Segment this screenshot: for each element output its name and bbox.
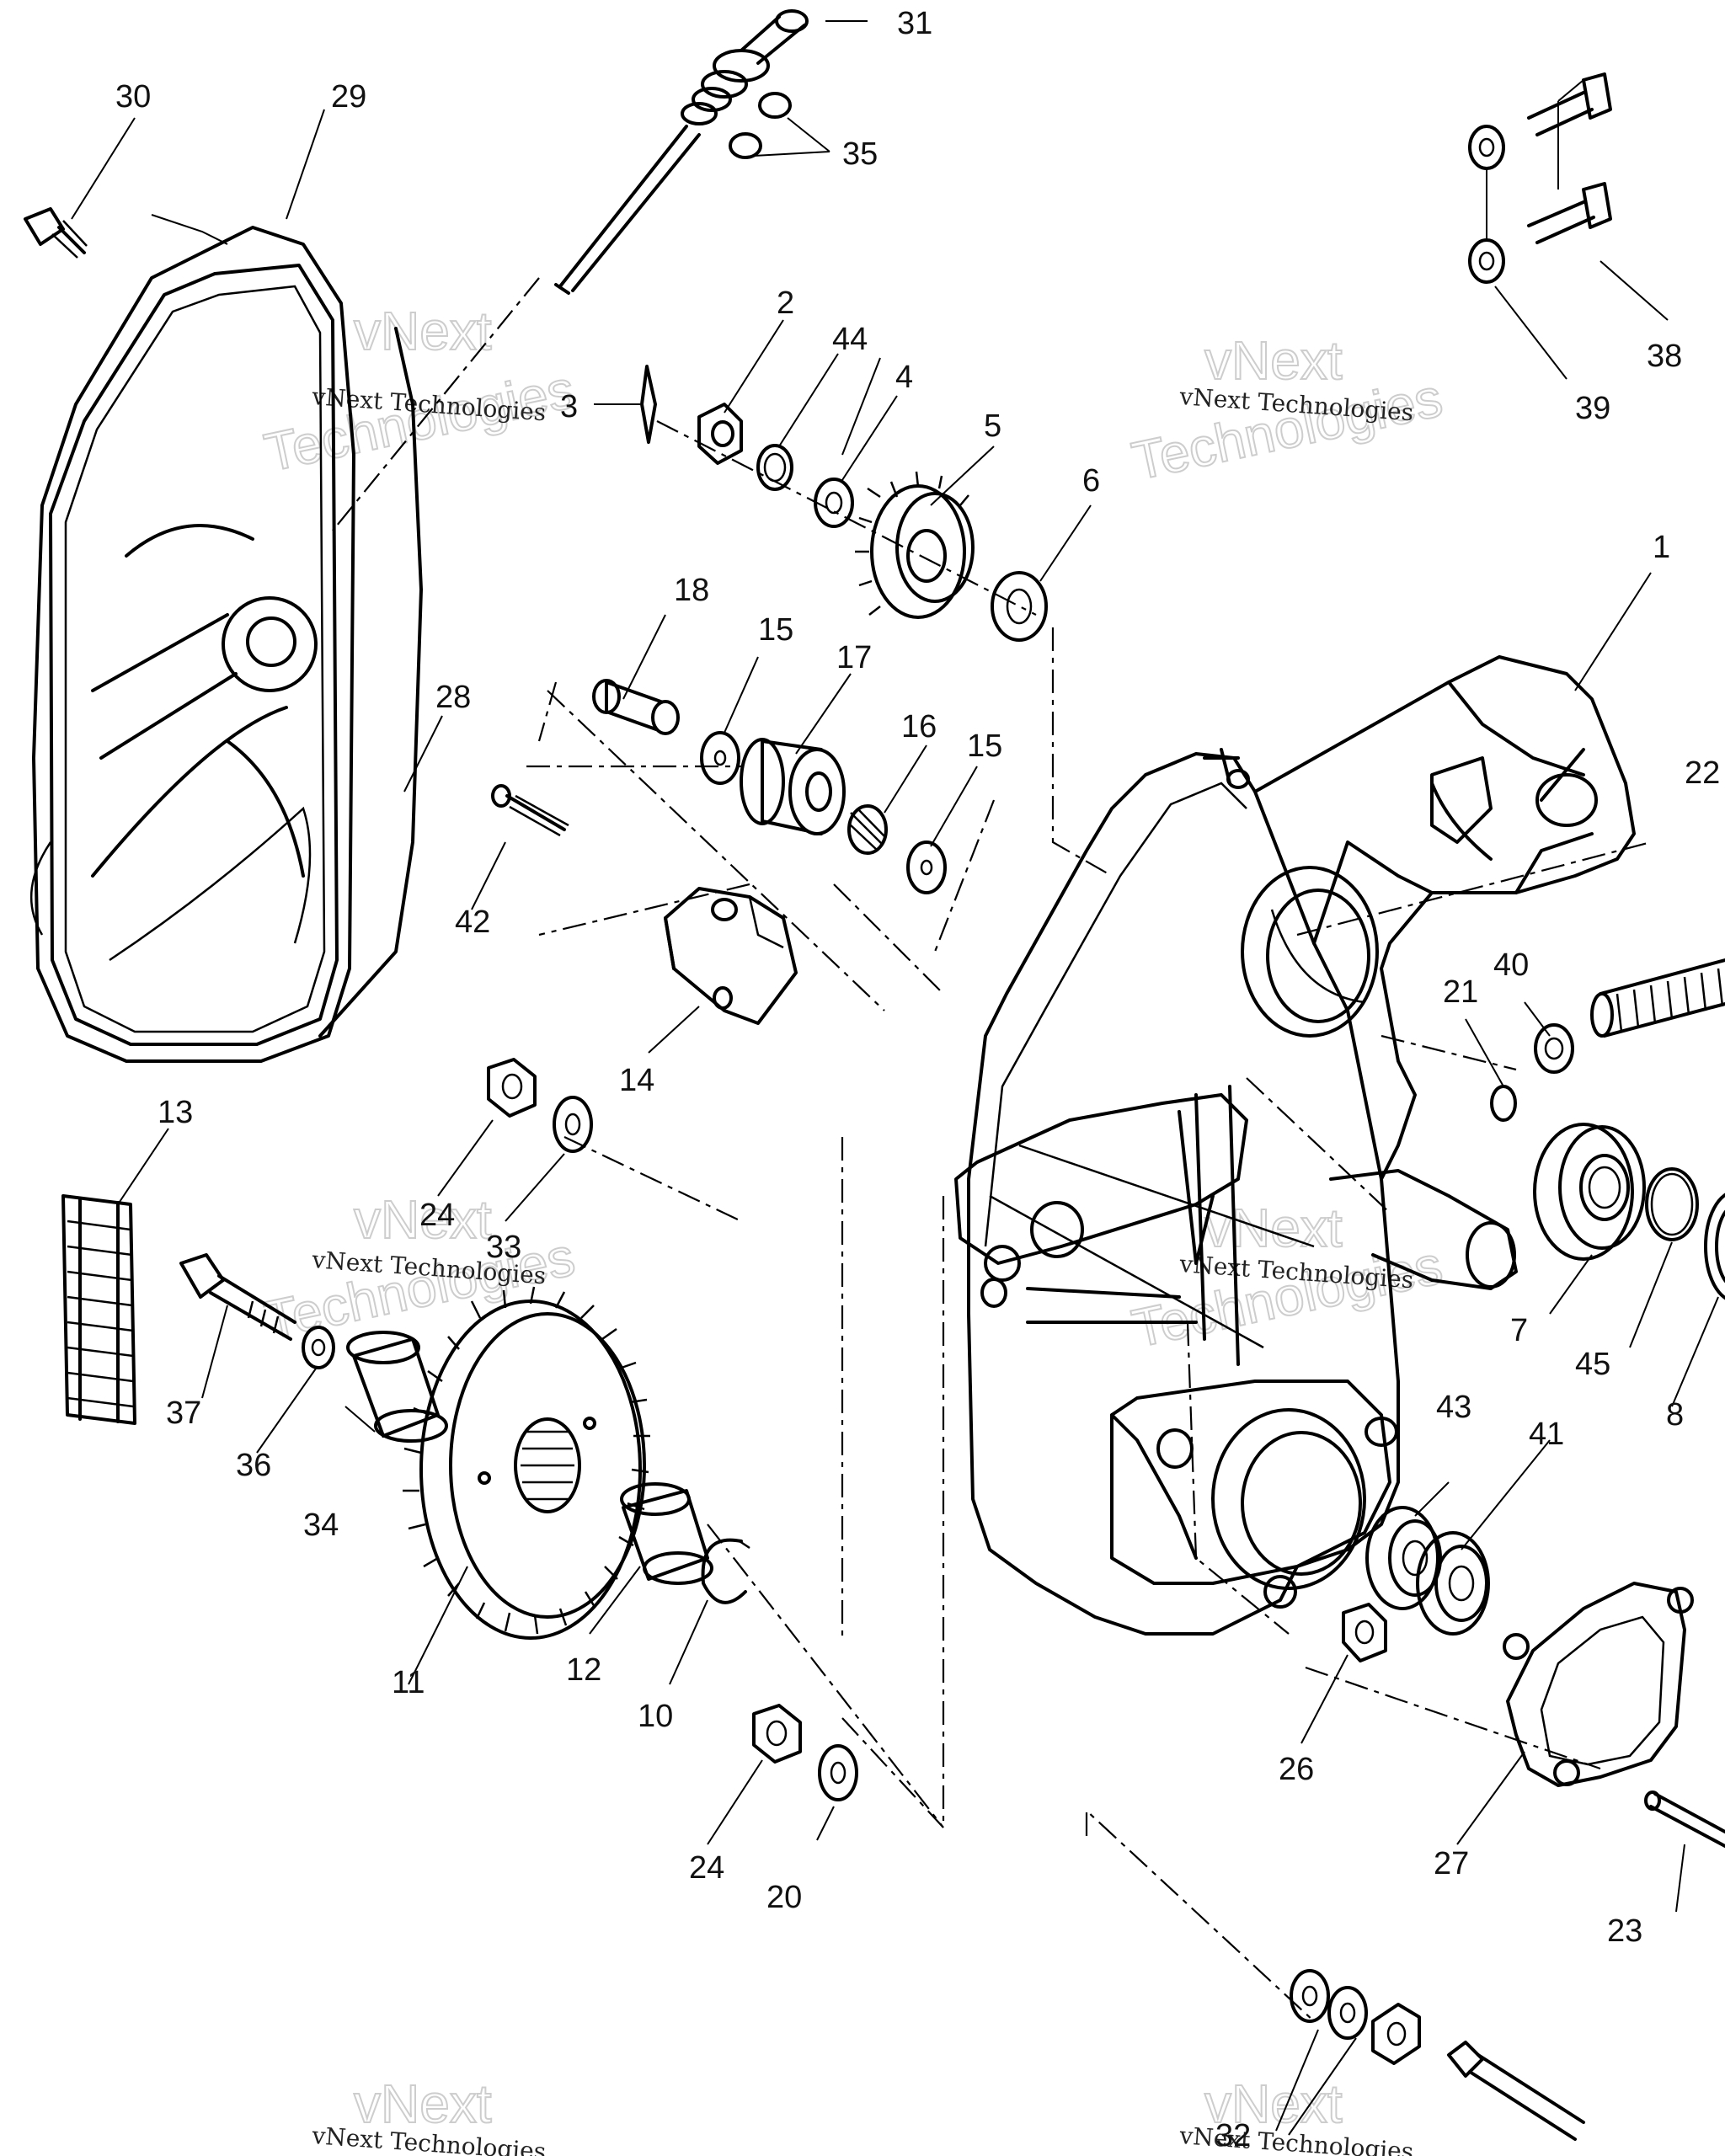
callout-40: 40	[1493, 947, 1529, 983]
washer-15-a	[700, 731, 740, 785]
nut-40	[1534, 1023, 1574, 1074]
watermark-brand: vNext	[354, 2073, 492, 2134]
driven-sprocket-11	[403, 1286, 650, 1640]
bushing-18	[592, 679, 680, 735]
nut-24-a	[487, 1058, 537, 1118]
bushing-12	[620, 1482, 713, 1585]
needle-bearing-16	[847, 804, 888, 855]
callout-11: 11	[392, 1665, 425, 1700]
leader-lines	[71, 20, 1719, 2136]
bearing-7	[1533, 1123, 1646, 1261]
chaincase-cover	[29, 226, 355, 1063]
callout-17: 17	[836, 640, 872, 675]
callout-4: 4	[895, 360, 913, 395]
callout-43: 43	[1436, 1390, 1471, 1425]
hardware-32	[1290, 1969, 1585, 2141]
callout-3: 3	[560, 389, 578, 424]
cotter-pin-3	[640, 365, 657, 444]
callout-30: 30	[115, 79, 151, 115]
watermark-brand: vNext	[1204, 1198, 1343, 1258]
callout-21: 21	[1443, 974, 1478, 1010]
o-rings-35	[729, 92, 792, 159]
watermark-brand: vNext	[1204, 2073, 1343, 2134]
spacer-6	[991, 571, 1048, 642]
callout-13: 13	[158, 1095, 193, 1130]
callout-32: 32	[1215, 2118, 1251, 2153]
washer-15-b	[906, 841, 947, 894]
callout-37: 37	[166, 1396, 201, 1431]
callout-45: 45	[1575, 1347, 1610, 1382]
bolt-37	[179, 1253, 296, 1341]
callout-8: 8	[1666, 1397, 1684, 1433]
callout-44: 44	[832, 322, 868, 357]
bolt-30	[24, 207, 88, 259]
callout-6: 6	[1082, 463, 1100, 499]
callout-18: 18	[674, 573, 709, 608]
shaft-31	[554, 9, 809, 295]
callout-26: 26	[1279, 1752, 1314, 1787]
nut-26	[1342, 1603, 1387, 1662]
callout-15b: 15	[967, 728, 1002, 764]
sprocket-5	[855, 471, 975, 619]
circlip-10	[701, 1538, 750, 1604]
callout-42: 42	[455, 905, 490, 940]
callout-38: 38	[1647, 339, 1682, 374]
o-ring-21	[1490, 1085, 1517, 1122]
callout-22: 22	[1685, 755, 1720, 791]
callout-36: 36	[236, 1448, 271, 1483]
washer-33	[553, 1096, 593, 1153]
callout-28: 28	[435, 680, 471, 715]
castle-nut-2	[697, 403, 743, 465]
callout-5: 5	[984, 408, 1001, 444]
o-ring-45	[1645, 1167, 1699, 1241]
callout-2: 2	[777, 286, 794, 321]
callout-27: 27	[1434, 1846, 1469, 1881]
adjuster-bolt-22	[1590, 958, 1725, 1038]
bearing-41	[1416, 1531, 1490, 1636]
callout-23: 23	[1607, 1913, 1642, 1949]
tensioner-block-14	[526, 681, 996, 1025]
centerlines	[332, 277, 1652, 2022]
callout-7: 7	[1510, 1313, 1528, 1348]
callout-24a: 24	[419, 1198, 455, 1233]
callout-16: 16	[901, 709, 937, 744]
nut-24-b	[752, 1704, 802, 1764]
watermark-brand: vNext	[1204, 330, 1343, 391]
cover-gasket	[318, 327, 423, 1038]
washer-44	[756, 444, 793, 491]
callout-14: 14	[619, 1063, 654, 1098]
spacer-34	[346, 1331, 448, 1443]
callout-24b: 24	[689, 1850, 724, 1886]
callout-33: 33	[486, 1230, 521, 1265]
washers-39	[1468, 125, 1505, 284]
callout-1: 1	[1653, 530, 1670, 565]
callout-29: 29	[331, 79, 366, 115]
gasket-27	[1503, 1582, 1694, 1787]
callout-31: 31	[897, 6, 932, 41]
bolt-23	[1644, 1790, 1725, 1848]
idler-roller-17	[740, 738, 846, 835]
callout-15a: 15	[758, 612, 793, 648]
washer-36	[302, 1326, 335, 1369]
bolts-38	[1527, 72, 1612, 244]
chaincase-housing	[954, 655, 1636, 1636]
callout-35: 35	[842, 136, 878, 172]
watermark-brand: vNext	[354, 1189, 492, 1250]
bearing-43	[1365, 1506, 1442, 1610]
callout-34: 34	[303, 1508, 339, 1543]
chain-13	[61, 1194, 136, 1425]
callout-20: 20	[766, 1880, 802, 1915]
watermark-brand: vNext	[354, 301, 492, 361]
callout-labels: 1 2 3 4 5 6 7 8 10 11 12 13 14 15 15 16 …	[115, 6, 1720, 2153]
callout-39: 39	[1575, 391, 1610, 426]
washer-4	[814, 478, 854, 528]
washer-20	[818, 1744, 858, 1801]
callout-41: 41	[1529, 1417, 1564, 1452]
callout-12: 12	[566, 1652, 601, 1688]
bolt-42	[491, 784, 569, 837]
callout-10: 10	[638, 1699, 673, 1734]
seal-8	[1704, 1193, 1725, 1300]
